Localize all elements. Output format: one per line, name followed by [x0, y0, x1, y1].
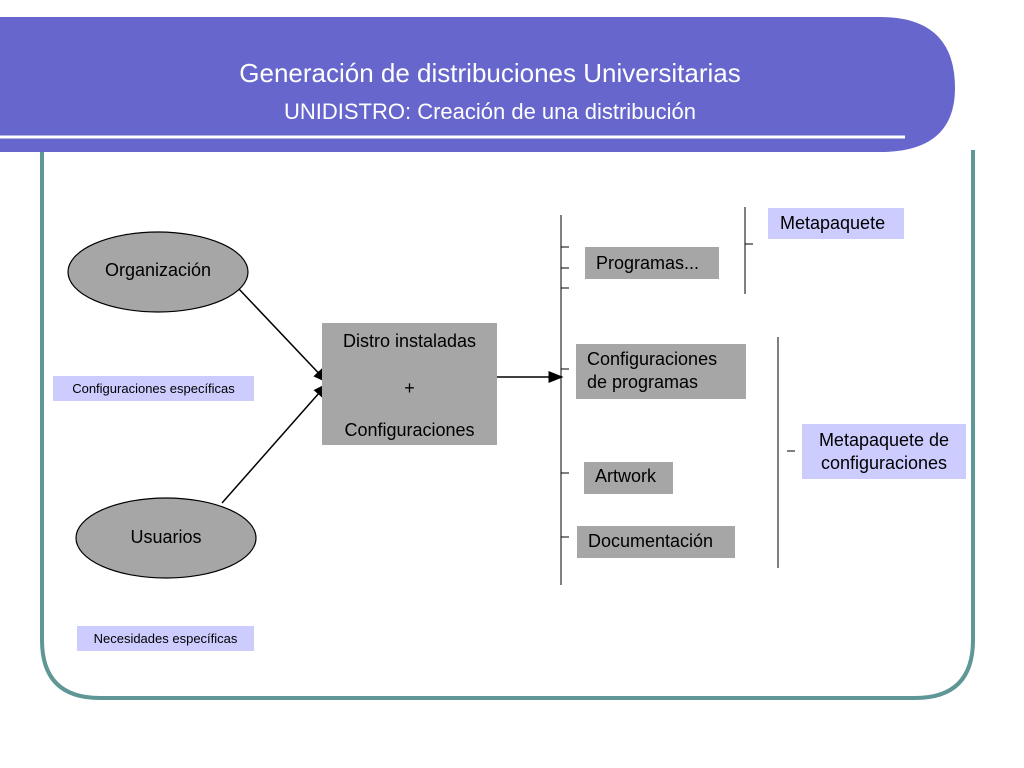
metapaquete-config-box: Metapaquete de configuraciones: [802, 424, 966, 479]
artwork-box: Artwork: [584, 462, 673, 494]
usuarios-label: Usuarios: [130, 526, 202, 547]
metapaquete-bracket: [744, 207, 753, 294]
organizacion-ellipse-shape: [67, 231, 249, 313]
programas-box: Programas...: [585, 247, 719, 279]
metapaquete-box: Metapaquete: [768, 208, 904, 239]
metapaquete-config-line2: configuraciones: [820, 453, 948, 473]
necesidades-especificas-box: Necesidades específicas: [77, 626, 254, 651]
config-programas-box: Configuraciones de programas: [576, 344, 746, 399]
center-plus: +: [404, 378, 415, 398]
arrow-organizacion: [237, 287, 329, 384]
distro-config-box: Distro instaladas + Configuraciones: [322, 323, 497, 445]
config-especificas-box: Configuraciones específicas: [53, 376, 254, 401]
documentacion-box: Documentación: [577, 526, 735, 558]
arrow-usuarios: [221, 382, 328, 504]
slide-subtitle: UNIDISTRO: Creación de una distribución: [283, 99, 697, 124]
config-programas-line2: de programas: [587, 372, 699, 392]
organizacion-label: Organización: [104, 259, 212, 280]
center-line2: Configuraciones: [344, 420, 475, 440]
center-line1: Distro instaladas: [342, 331, 477, 351]
slide-frame: [40, 150, 975, 700]
slide-title: Generación de distribuciones Universitar…: [239, 58, 741, 88]
components-bracket: [560, 215, 569, 585]
config-programas-line1: Configuraciones: [587, 349, 718, 369]
usuarios-ellipse-shape: [75, 497, 257, 579]
metapaquete-config-bracket: [777, 337, 795, 568]
header-banner: [0, 17, 955, 152]
metapaquete-config-line1: Metapaquete de: [818, 430, 950, 450]
